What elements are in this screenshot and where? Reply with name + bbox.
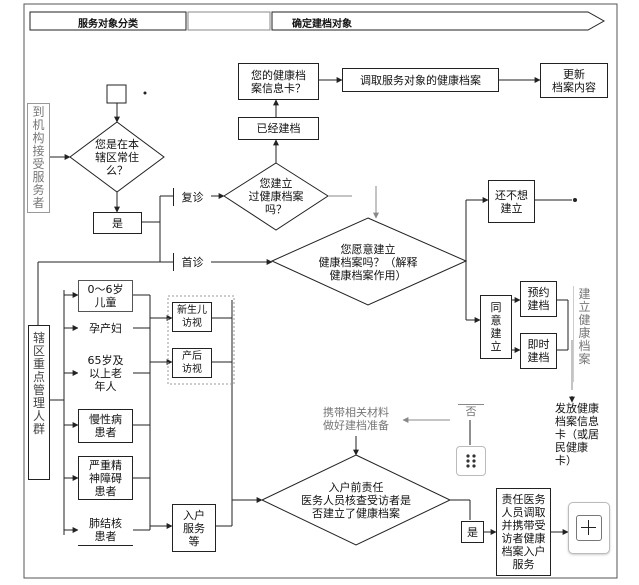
- already-built-box: 已经建档: [238, 117, 319, 140]
- yes-box: 是: [93, 212, 142, 234]
- built-question-diamond: [223, 162, 329, 231]
- start-square: [106, 84, 127, 104]
- group-pregnant-box: 孕产妇: [78, 319, 133, 337]
- retrieve-file-box: 调取服务对象的健康档案: [342, 68, 499, 92]
- no-label: 否: [458, 404, 484, 418]
- outer-frame: [23, 3, 618, 579]
- immediate-box: 即时 建档: [520, 333, 557, 369]
- dot-marker-2: [573, 198, 577, 202]
- newborn-visit-box: 新生儿 访视: [172, 302, 212, 332]
- group-children-box: 0～6岁 儿童: [78, 280, 133, 312]
- first-visit-label: 首诊: [173, 253, 211, 271]
- drag-handle-icon[interactable]: [456, 446, 486, 476]
- update-file-box: 更新 档案内容: [540, 63, 608, 98]
- appointment-box: 预约 建档: [520, 281, 557, 317]
- willing-question-diamond: [270, 217, 468, 306]
- key-groups-side-box: 辖区重点管理人群: [28, 325, 50, 480]
- built-question-text: 您建立 过健康档案 吗？: [248, 176, 304, 216]
- dashed-service-frame: [167, 295, 235, 385]
- yes2-box: 是: [461, 521, 484, 543]
- file-card-box: 您的健康档 案信息卡？: [238, 63, 319, 100]
- dot-marker: [143, 91, 147, 95]
- not-yet-box: 还不想 建立: [488, 180, 535, 223]
- willing-question-text: 您愿意建立 健康档案吗？（解释 健康档案作用）: [318, 242, 418, 282]
- revisit-label: 复诊: [173, 188, 211, 206]
- issue-card-text: 发放健康 档案信息 卡（或居 民健康 卡）: [555, 402, 599, 467]
- group-elderly-box: 65岁及 以上老 年人: [78, 352, 133, 394]
- header-right: 确定建档对象: [292, 19, 352, 30]
- group-chronic-box: 慢性病 患者: [78, 409, 133, 443]
- plus-icon[interactable]: [568, 502, 610, 554]
- postpartum-visit-box: 产后 访视: [172, 348, 212, 378]
- group-tb-box: 肺结核 患者: [78, 514, 133, 546]
- home-check-diamond: [260, 454, 452, 546]
- responsible-box: 责任医务 人员调取 并携带受 访者健康 档案入户 服务: [496, 488, 551, 576]
- group-mental-box: 严重精 神障碍 患者: [78, 456, 133, 500]
- resident-question-text: 您是在本 辖区常住 么？: [95, 137, 139, 177]
- build-file-column: 建立健康档案: [573, 286, 595, 382]
- agree-box: 同 意 建 立: [480, 295, 512, 359]
- home-check-text: 入户前责任 医务人员核查受访者是 否建立了健康档案: [301, 480, 411, 520]
- connectors: [37, 77, 575, 535]
- header-left: 服务对象分类: [78, 19, 138, 30]
- home-service-box: 入户 服务 等: [172, 504, 216, 552]
- prepare-text: 携带相关材料 做好建档准备: [323, 406, 389, 432]
- header-banner: [29, 11, 606, 31]
- walk-in-side-box: 到机构接受服务者: [27, 103, 50, 213]
